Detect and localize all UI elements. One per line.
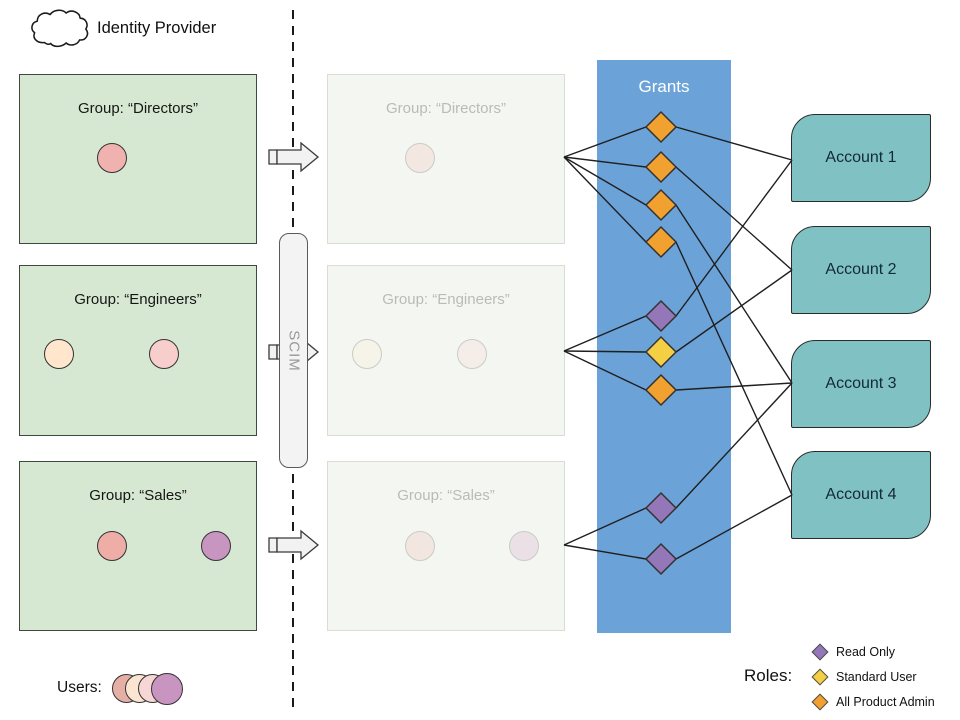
group-label: Group: “Sales”: [89, 487, 187, 504]
synced-group-box-directors: Group: “Directors”: [327, 74, 565, 244]
account-card-4: Account 4: [791, 451, 931, 539]
group-label: Group: “Engineers”: [74, 291, 202, 308]
account-card-2: Account 2: [791, 226, 931, 314]
users-legend-label: Users:: [57, 679, 102, 696]
sync-arrow-icon: [276, 141, 320, 173]
scim-pipe: SCIM: [279, 233, 308, 468]
read-only-diamond-icon: [811, 643, 829, 661]
legend-item-standard-user: Standard User: [811, 668, 917, 686]
legend-item-all-product-admin: All Product Admin: [811, 693, 935, 711]
user-circle: [97, 531, 127, 561]
account-card-1: Account 1: [791, 114, 931, 202]
roles-legend-label: Roles:: [744, 666, 793, 685]
users-legend-circles: [112, 671, 192, 707]
sync-arrow-icon: [276, 529, 320, 561]
scim-label: SCIM: [285, 329, 302, 372]
user-circle: [405, 531, 435, 561]
user-circle: [201, 531, 231, 561]
standard-user-diamond-icon: [811, 668, 829, 686]
all-product-admin-diamond-icon: [811, 693, 829, 711]
group-label: Group: “Directors”: [385, 100, 507, 117]
grants-column: Grants: [597, 60, 731, 633]
legend-item-label: Standard User: [836, 670, 917, 684]
group-label: Group: “Directors”: [77, 100, 199, 117]
user-circle: [149, 339, 179, 369]
user-circle: [509, 531, 539, 561]
synced-group-box-engineers: Group: “Engineers”: [327, 265, 565, 436]
sync-arrow-tail: [268, 344, 278, 360]
legend-item-label: All Product Admin: [836, 695, 935, 709]
sync-arrow-tail: [268, 537, 278, 553]
group-box-directors: Group: “Directors”: [19, 74, 257, 244]
group-box-engineers: Group: “Engineers”: [19, 265, 257, 436]
account-card-3: Account 3: [791, 340, 931, 428]
identity-provider-label: Identity Provider: [97, 19, 217, 37]
user-circle: [405, 143, 435, 173]
group-label: Group: “Sales”: [397, 487, 495, 504]
user-circle: [457, 339, 487, 369]
cloud-icon: [31, 9, 89, 48]
group-label: Group: “Engineers”: [382, 291, 510, 308]
user-circle: [97, 143, 127, 173]
grants-column-label: Grants: [638, 77, 690, 96]
legend-item-label: Read Only: [836, 645, 896, 659]
user-circle: [44, 339, 74, 369]
synced-group-box-sales: Group: “Sales”: [327, 461, 565, 631]
user-circle: [352, 339, 382, 369]
legend-item-read-only: Read Only: [811, 643, 896, 661]
group-box-sales: Group: “Sales”: [19, 461, 257, 631]
sync-arrow-tail: [268, 149, 278, 165]
user-circle: [151, 672, 183, 705]
